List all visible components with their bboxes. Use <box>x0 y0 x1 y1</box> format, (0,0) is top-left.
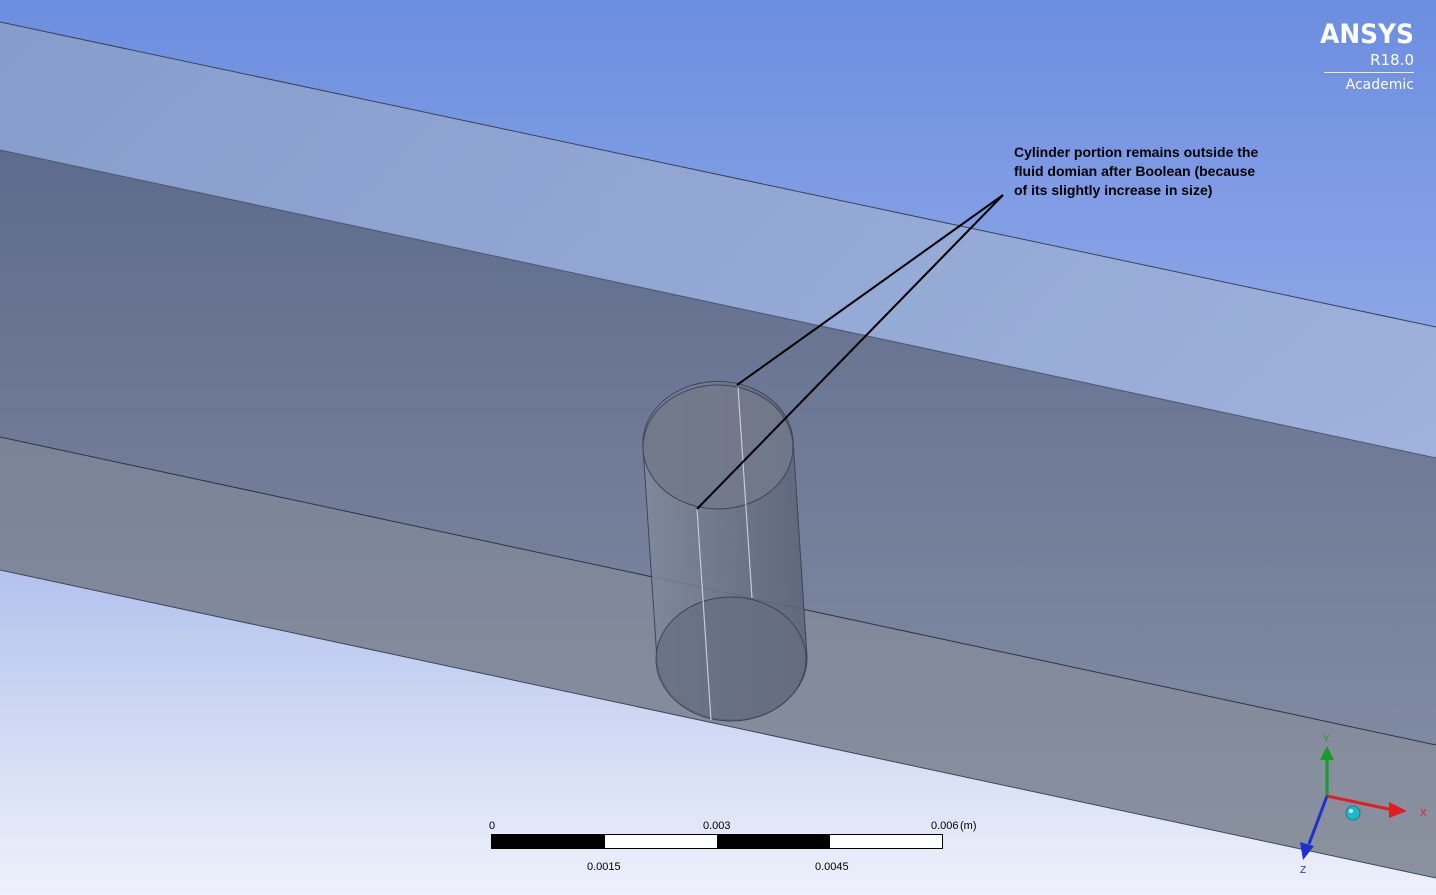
y-axis-label: Y <box>1323 734 1330 745</box>
scale-label-top-2: 0.006 <box>931 820 959 832</box>
logo-brand: ANSYS <box>1320 19 1414 50</box>
logo-version: R18.0 <box>1370 51 1414 69</box>
annotation-line: of its slightly increase in size) <box>1014 182 1213 198</box>
box-edge-upper <box>0 149 1436 459</box>
x-axis-line <box>1326 794 1394 812</box>
z-axis-line <box>1307 795 1329 845</box>
box-top-face[interactable] <box>0 22 1436 458</box>
scale-label-top-0: 0 <box>489 820 496 832</box>
annotation-leader-2 <box>696 194 1004 510</box>
box-edge-lower <box>0 569 1436 879</box>
scale-bar-graphic <box>491 834 943 849</box>
scale-label-bottom-0: 0.0015 <box>587 861 621 873</box>
cylinder-body[interactable] <box>642 380 808 722</box>
cylinder-top-cap[interactable] <box>642 384 794 510</box>
y-axis-arrow-icon[interactable] <box>1320 746 1334 760</box>
cylinder-bottom-cap[interactable] <box>655 596 807 722</box>
annotation-line: fluid domian after Boolean (because <box>1014 163 1256 179</box>
isometric-view-sphere-icon[interactable] <box>1345 805 1361 821</box>
scale-label-bottom-1: 0.0045 <box>815 861 849 873</box>
logo-edition: Academic <box>1324 72 1414 94</box>
scale-label-top-1: 0.003 <box>703 820 731 832</box>
annotation-line: Cylinder portion remains outside the <box>1014 144 1259 160</box>
z-axis-label: Z <box>1300 865 1306 876</box>
scale-ruler: 0 0.003 0.006 (m) 0.0015 0.0045 <box>488 818 988 878</box>
scale-unit: (m) <box>960 820 977 832</box>
annotation-label[interactable]: Cylinder portion remains outside the flu… <box>1014 143 1284 200</box>
ansys-logo: ANSYS R18.0 Academic <box>1312 20 1414 94</box>
x-axis-arrow-icon[interactable] <box>1389 802 1407 818</box>
x-axis-label: X <box>1420 808 1427 819</box>
z-axis-arrow-icon[interactable] <box>1300 842 1314 860</box>
annotation-leader-1 <box>736 194 1004 386</box>
orientation-triad[interactable]: Y X Z <box>1285 728 1435 878</box>
box-edge-top <box>0 21 1436 328</box>
